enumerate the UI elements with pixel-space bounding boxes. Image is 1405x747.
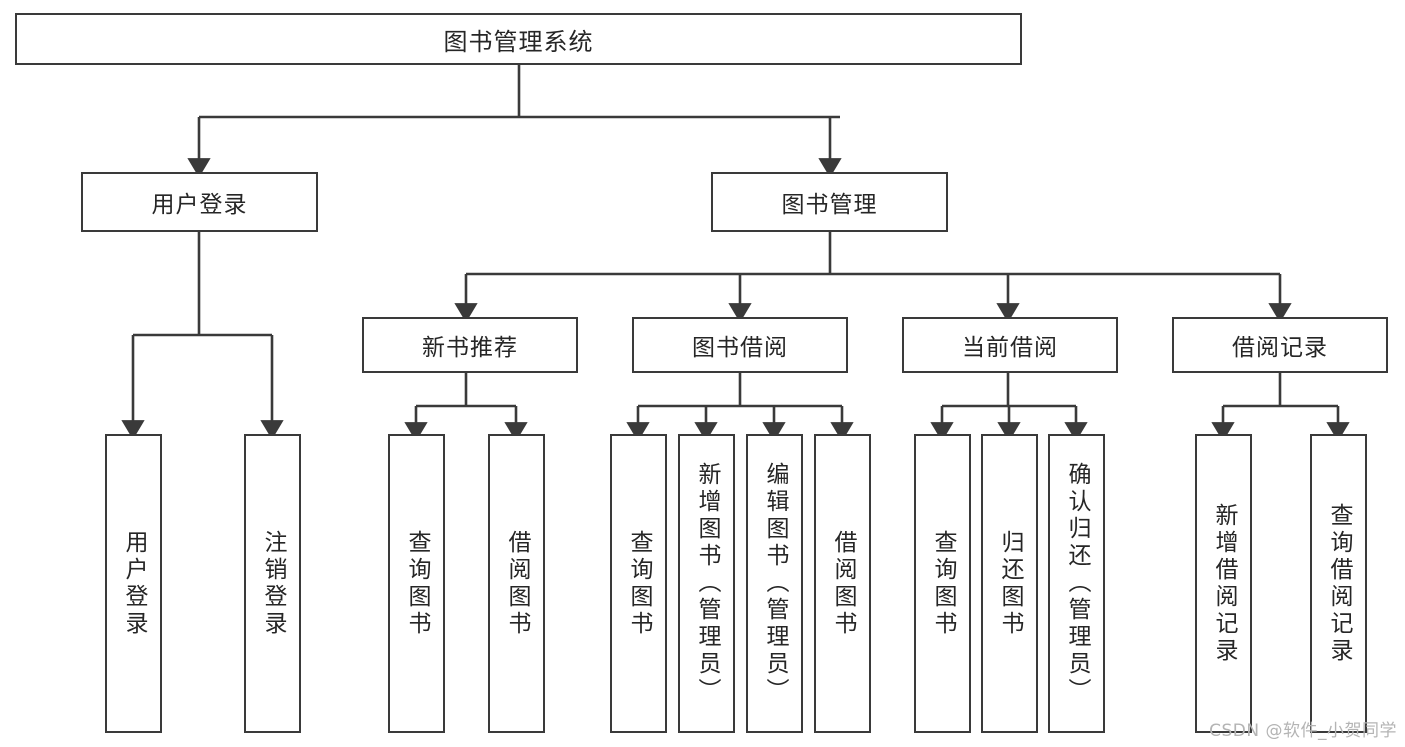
node-leaf-add-record-label: 新增借阅记录 (1211, 502, 1237, 665)
node-leaf-query-record-label: 查询借阅记录 (1326, 502, 1352, 665)
node-leaf-query-book-1-label: 查询图书 (404, 529, 430, 638)
node-leaf-borrow-book-1-label: 借阅图书 (504, 529, 530, 638)
node-leaf-logout-label: 注销登录 (260, 529, 286, 638)
node-leaf-add-record[interactable]: 新增借阅记录 (1195, 434, 1252, 733)
node-current-borrow-label: 当前借阅 (962, 335, 1058, 361)
node-book-borrow[interactable]: 图书借阅 (632, 317, 848, 373)
node-root-label: 图书管理系统 (443, 27, 594, 56)
node-leaf-query-book-2-label: 查询图书 (626, 529, 652, 638)
node-leaf-user-login-label: 用户登录 (121, 529, 147, 638)
node-leaf-borrow-book-2-label: 借阅图书 (830, 529, 856, 638)
node-leaf-query-book-3-label: 查询图书 (930, 529, 956, 638)
node-leaf-confirm-return[interactable]: 确认归还（管理员） (1048, 434, 1105, 733)
node-leaf-confirm-return-label: 确认归还（管理员） (1064, 462, 1090, 705)
node-leaf-user-login[interactable]: 用户登录 (105, 434, 162, 733)
node-new-book-recommend[interactable]: 新书推荐 (362, 317, 578, 373)
node-leaf-return-book-label: 归还图书 (997, 529, 1023, 638)
node-leaf-add-book[interactable]: 新增图书（管理员） (678, 434, 735, 733)
node-leaf-query-book-3[interactable]: 查询图书 (914, 434, 971, 733)
node-current-borrow[interactable]: 当前借阅 (902, 317, 1118, 373)
node-leaf-edit-book[interactable]: 编辑图书（管理员） (746, 434, 803, 733)
node-new-book-recommend-label: 新书推荐 (422, 335, 518, 361)
node-leaf-query-record[interactable]: 查询借阅记录 (1310, 434, 1367, 733)
node-leaf-return-book[interactable]: 归还图书 (981, 434, 1038, 733)
node-user-login[interactable]: 用户登录 (81, 172, 318, 232)
node-book-borrow-label: 图书借阅 (692, 335, 788, 361)
node-book-management[interactable]: 图书管理 (711, 172, 948, 232)
node-leaf-add-book-label: 新增图书（管理员） (694, 462, 720, 705)
node-user-login-label: 用户登录 (151, 192, 248, 218)
csdn-watermark: CSDN @软件_小贺同学 (1209, 721, 1397, 741)
node-root[interactable]: 图书管理系统 (15, 13, 1022, 65)
node-leaf-borrow-book-1[interactable]: 借阅图书 (488, 434, 545, 733)
node-leaf-query-book-2[interactable]: 查询图书 (610, 434, 667, 733)
node-leaf-query-book-1[interactable]: 查询图书 (388, 434, 445, 733)
node-leaf-logout[interactable]: 注销登录 (244, 434, 301, 733)
node-leaf-edit-book-label: 编辑图书（管理员） (762, 462, 788, 705)
node-leaf-borrow-book-2[interactable]: 借阅图书 (814, 434, 871, 733)
node-borrow-record-label: 借阅记录 (1232, 335, 1328, 361)
node-borrow-record[interactable]: 借阅记录 (1172, 317, 1388, 373)
node-book-management-label: 图书管理 (781, 192, 878, 218)
